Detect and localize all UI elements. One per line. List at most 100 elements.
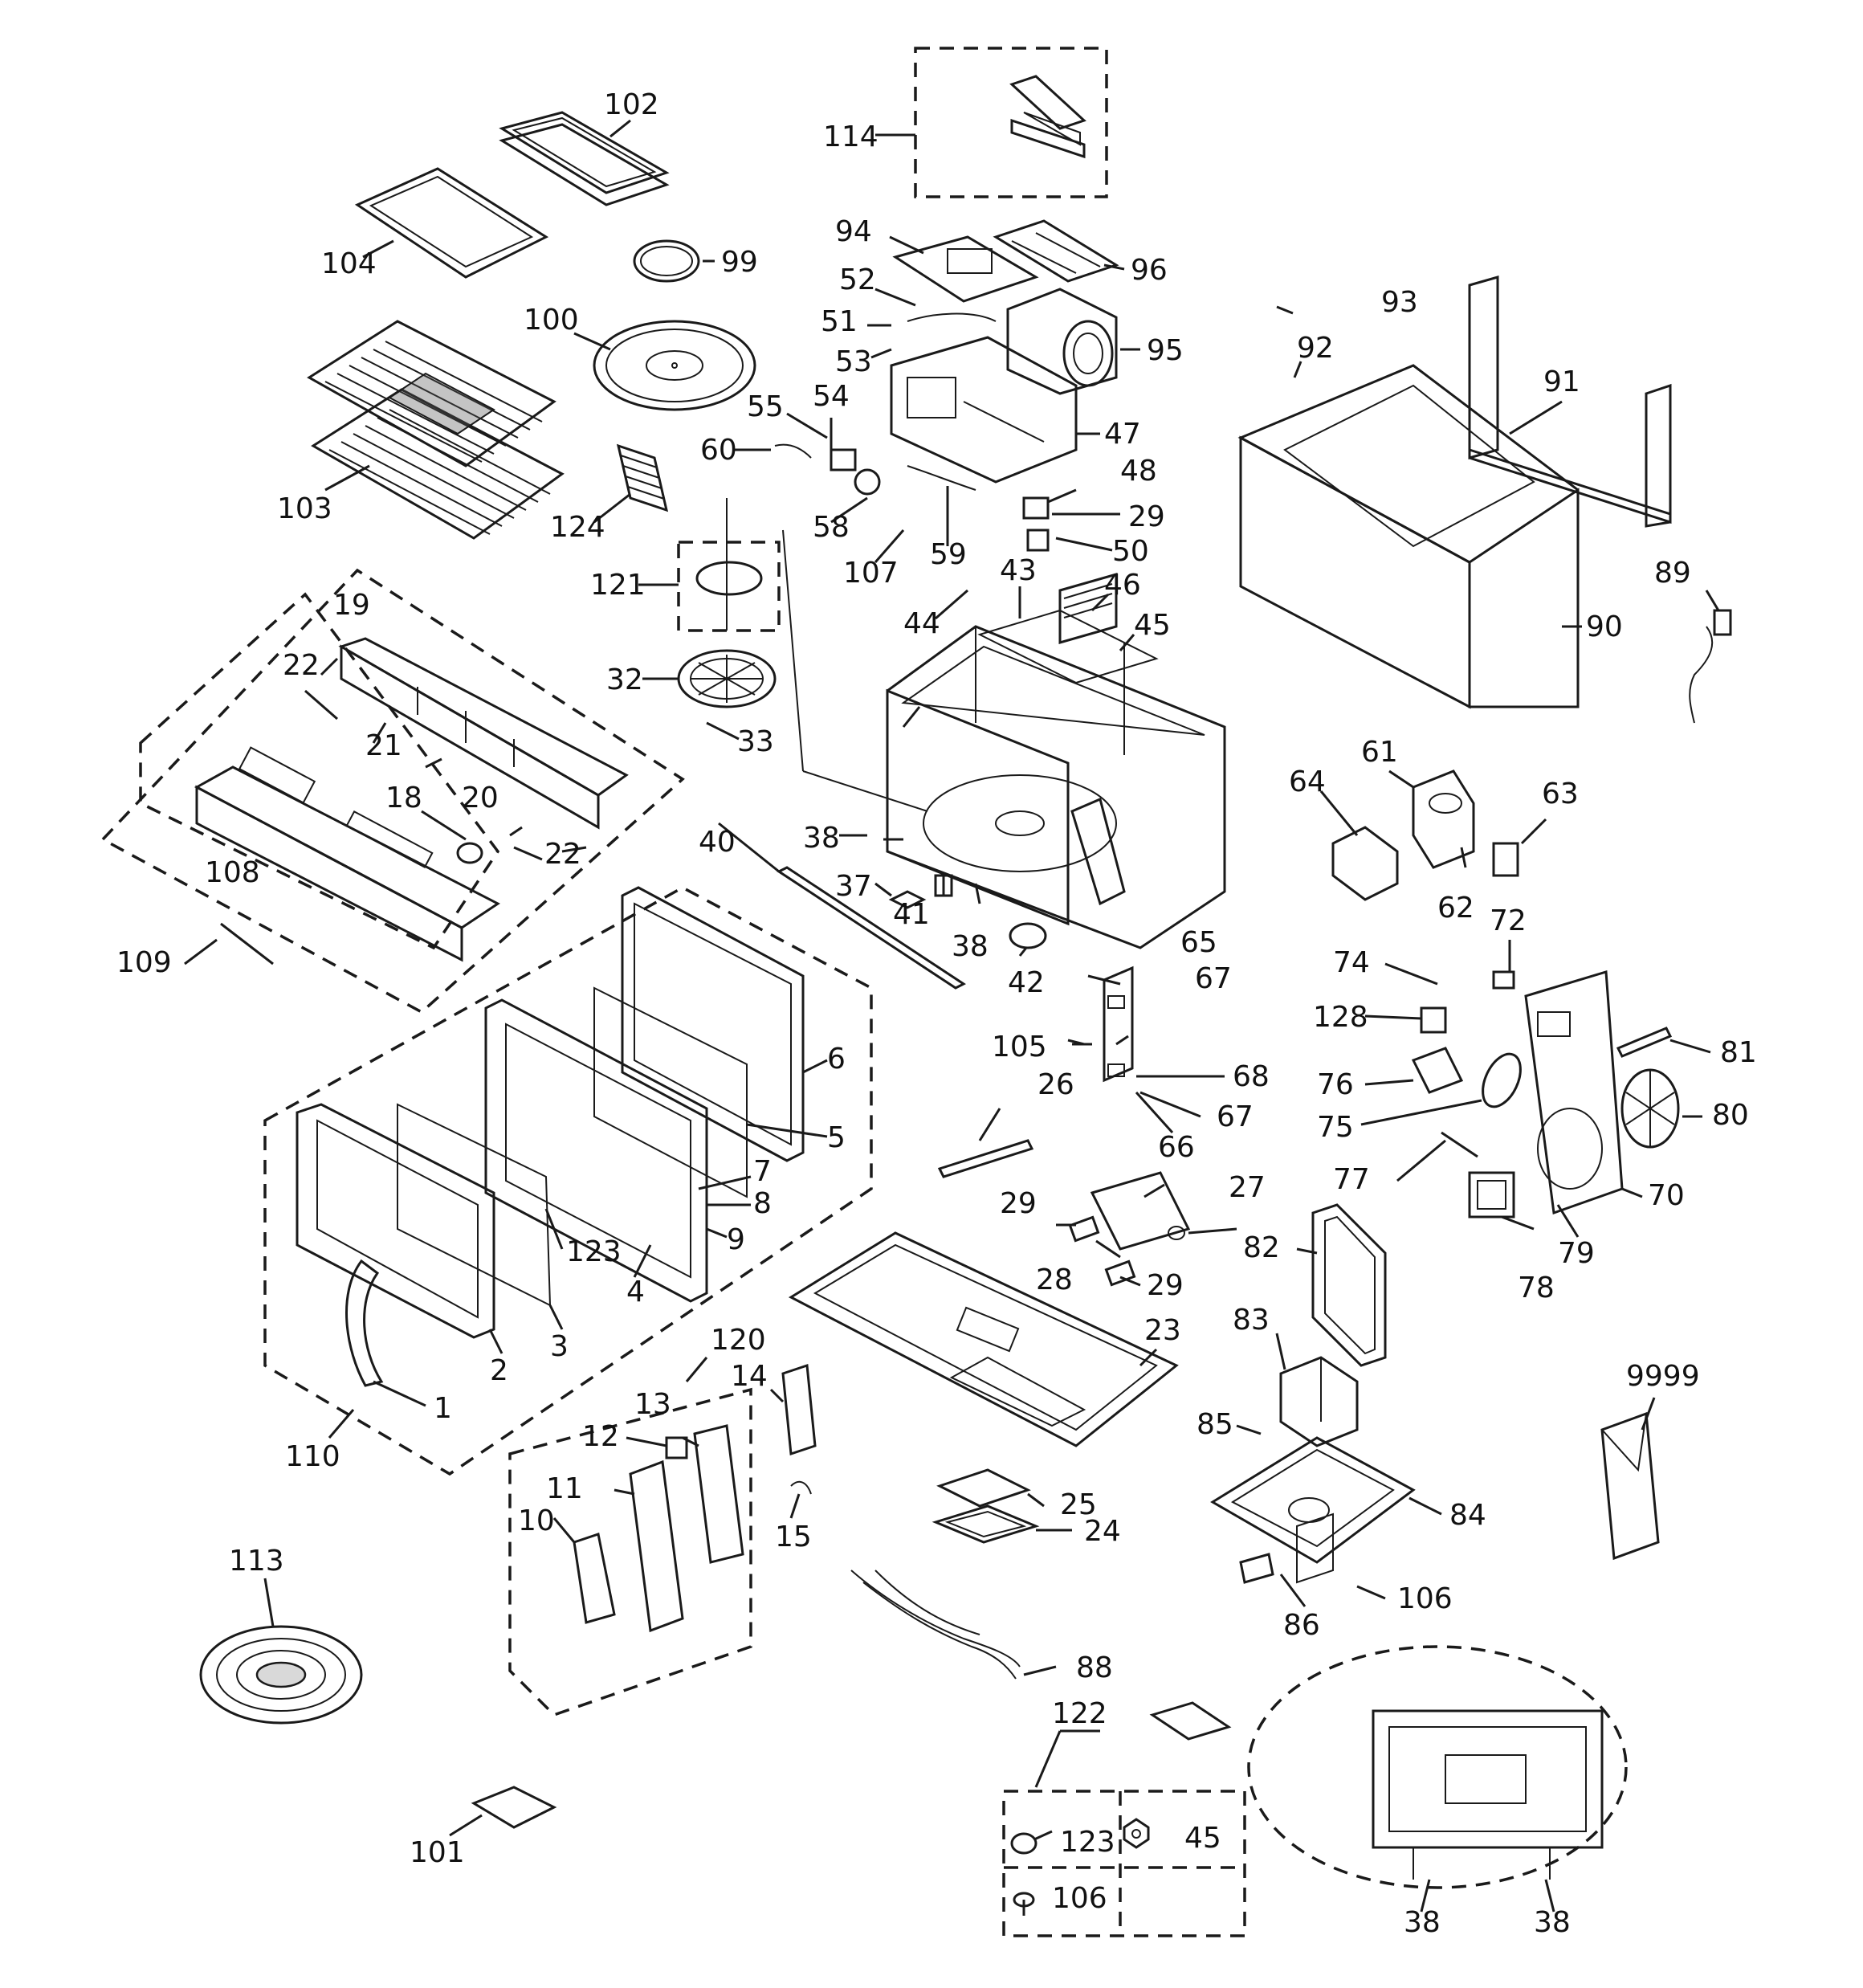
damper-96: [993, 219, 1119, 283]
label-p38a: 38: [803, 822, 840, 855]
control-board-13: [693, 1424, 744, 1564]
label-p21: 21: [365, 729, 402, 762]
label-p8: 8: [753, 1187, 772, 1220]
label-p84: 84: [1449, 1499, 1486, 1532]
label-p1: 1: [434, 1392, 452, 1425]
group-box-hardware: [1002, 1790, 1246, 1937]
label-p62: 62: [1437, 892, 1474, 925]
label-p113: 113: [229, 1545, 284, 1578]
label-p47: 47: [1104, 418, 1141, 451]
label-p104: 104: [321, 247, 377, 280]
door-handle-1: [345, 1259, 384, 1387]
label-p93: 93: [1381, 286, 1418, 319]
label-p9999: 9999: [1626, 1360, 1700, 1393]
label-p90: 90: [1586, 610, 1623, 643]
label-p122: 122: [1052, 1697, 1107, 1730]
label-p63: 63: [1542, 778, 1579, 810]
group-box-109: [100, 568, 685, 1014]
label-p72: 72: [1490, 904, 1527, 937]
bracket-26: [937, 1139, 1034, 1178]
filter-frame-104: [354, 167, 549, 279]
leader-lines: [184, 119, 1720, 1912]
vent-cover-94: [892, 235, 1039, 303]
label-p52: 52: [839, 263, 876, 296]
bracket-81: [1616, 1027, 1673, 1058]
label-p44: 44: [903, 607, 940, 640]
motor-mount-47: [890, 336, 1078, 484]
label-p75: 75: [1317, 1111, 1354, 1144]
roller-ring-99: [633, 239, 700, 283]
label-p123a: 123: [566, 1235, 622, 1268]
label-p83: 83: [1233, 1304, 1270, 1337]
label-p94: 94: [835, 215, 872, 248]
guide-line-a: [782, 529, 804, 772]
group-box-108: [139, 592, 500, 950]
label-p13: 13: [634, 1388, 671, 1421]
label-p51: 51: [821, 305, 858, 338]
clip-76: [1411, 1047, 1464, 1094]
base-plate-84: [1210, 1436, 1416, 1584]
label-p64: 64: [1289, 765, 1326, 798]
door-outer-2: [296, 1103, 495, 1339]
label-p74: 74: [1333, 946, 1370, 979]
door-screen-123: [397, 1103, 552, 1307]
interlock-65: [1103, 965, 1134, 1083]
label-p25: 25: [1060, 1488, 1097, 1521]
vent-cover-94-box: [947, 248, 993, 274]
cover-25: [936, 1468, 1031, 1508]
label-p6: 6: [827, 1043, 846, 1076]
label-p45b: 45: [1184, 1822, 1221, 1855]
wire-59: [907, 465, 976, 491]
switch-28: [1068, 1215, 1100, 1243]
label-p48: 48: [1120, 455, 1157, 488]
door-inner-4: [484, 998, 708, 1303]
vent-bracket-114: [1009, 75, 1086, 159]
label-p106a: 106: [1397, 1582, 1453, 1615]
label-p120: 120: [711, 1324, 766, 1357]
label-p102: 102: [604, 88, 659, 121]
label-p4: 4: [626, 1276, 645, 1308]
label-p86: 86: [1283, 1609, 1320, 1642]
wire-15: [790, 1480, 812, 1495]
motor-42: [1009, 922, 1047, 949]
label-p67b: 67: [1217, 1100, 1254, 1133]
rail-40: [777, 866, 966, 990]
label-p67a: 67: [1195, 962, 1232, 995]
label-p99: 99: [721, 246, 758, 279]
clip-37: [888, 890, 927, 909]
power-cord-89: [1689, 609, 1732, 724]
label-p3: 3: [550, 1330, 569, 1363]
label-p79: 79: [1558, 1237, 1595, 1270]
label-p14: 14: [731, 1360, 768, 1393]
label-p12: 12: [582, 1420, 619, 1453]
keypad-11: [629, 1459, 684, 1633]
label-p124: 124: [550, 511, 605, 544]
label-p61: 61: [1361, 736, 1398, 769]
label-p15: 15: [775, 1521, 812, 1553]
bracket-86: [1239, 1553, 1274, 1584]
label-p88: 88: [1076, 1651, 1113, 1684]
cover-24-inner: [944, 1510, 1027, 1538]
transformer-83: [1279, 1356, 1359, 1447]
label-p20: 20: [462, 782, 499, 814]
label-p9: 9: [727, 1223, 745, 1256]
label-p85: 85: [1196, 1408, 1233, 1441]
oven-racks-103: [307, 320, 565, 540]
vent-46: [1058, 573, 1118, 644]
label-p101: 101: [410, 1836, 465, 1869]
label-p24: 24: [1084, 1515, 1121, 1548]
label-p50: 50: [1112, 535, 1149, 568]
fuse-72: [1492, 970, 1515, 990]
label-p42: 42: [1008, 966, 1045, 999]
label-p89: 89: [1654, 557, 1691, 590]
door-glass-5: [593, 986, 748, 1198]
turntable-support-113: [199, 1625, 363, 1725]
cover-24: [932, 1504, 1040, 1544]
nut-45-icon: [1123, 1818, 1150, 1849]
label-p28: 28: [1036, 1263, 1073, 1296]
label-p43: 43: [1000, 554, 1037, 587]
label-p91: 91: [1543, 365, 1580, 398]
label-p123b: 123: [1060, 1826, 1115, 1859]
plate-50: [1026, 529, 1050, 552]
